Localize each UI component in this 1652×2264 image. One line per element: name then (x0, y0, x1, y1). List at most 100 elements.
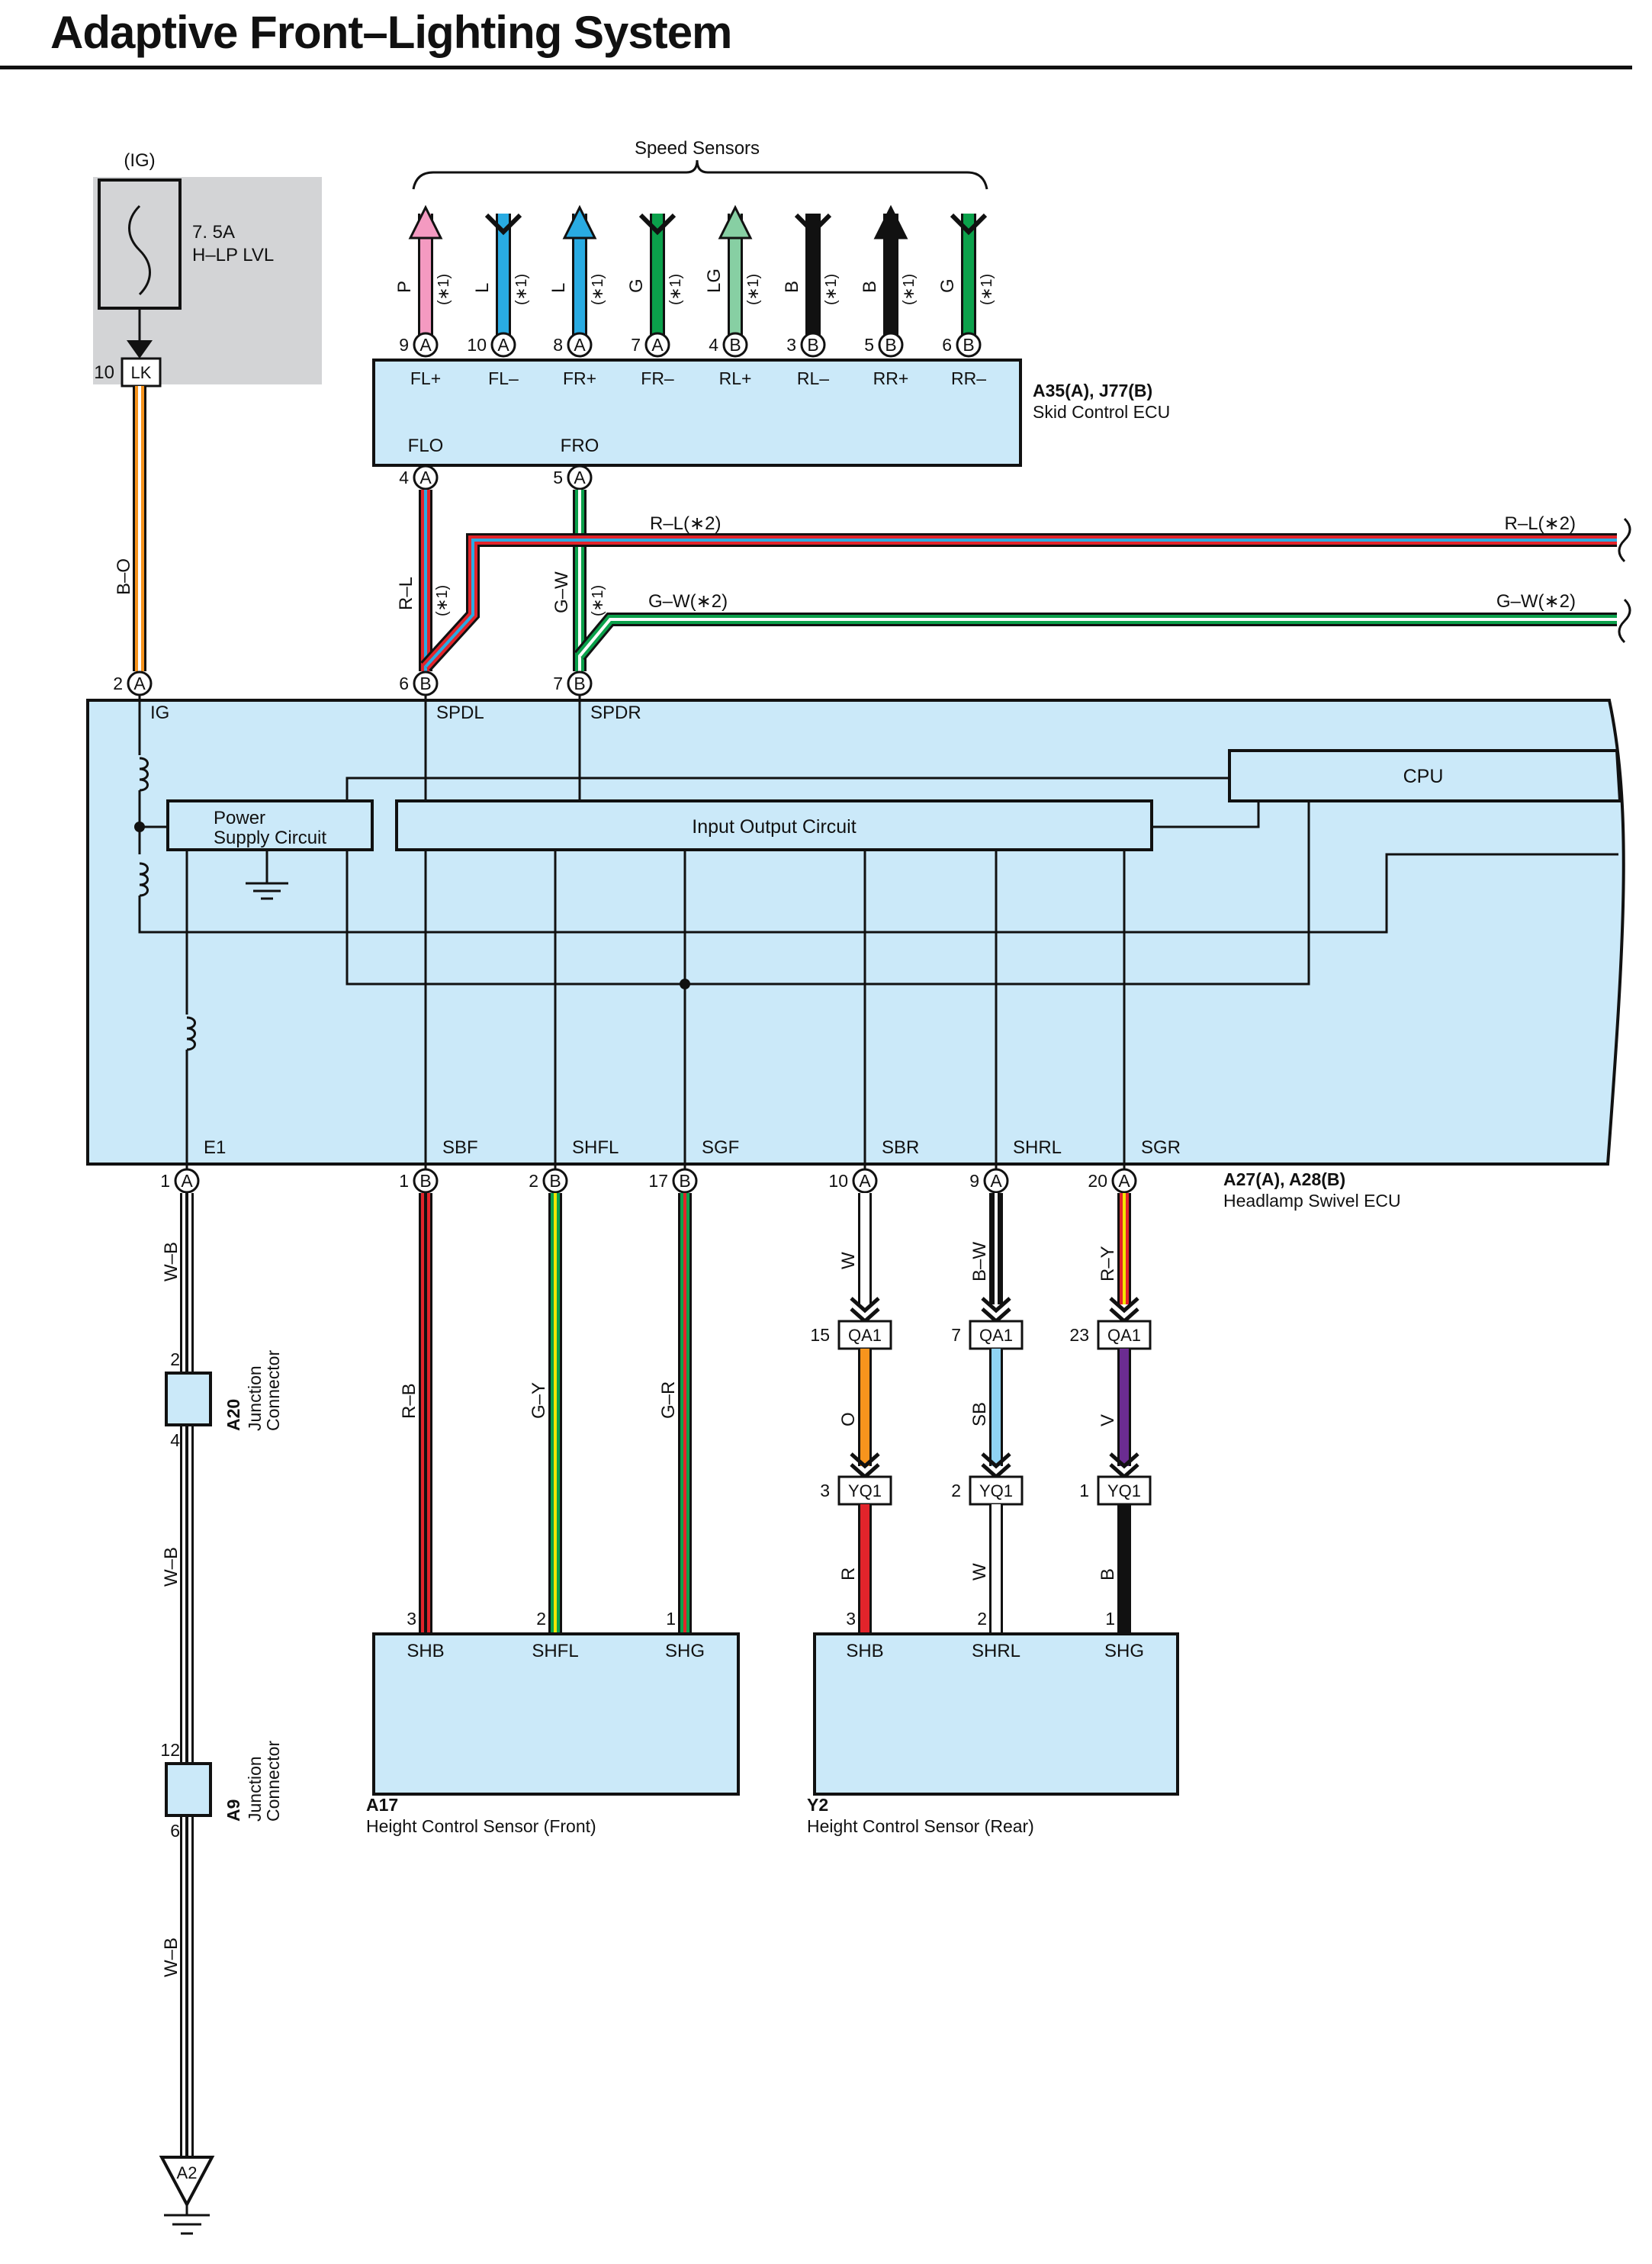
front-sensor-pin-1: 2 (536, 1609, 546, 1629)
lk-connector (121, 357, 162, 388)
fuse-area (93, 177, 322, 384)
ecu-top-connector-0-letter: A (133, 674, 146, 693)
ecu-bottom-pin-6: 20 (1088, 1171, 1107, 1191)
skid-terminal-5: RL– (797, 368, 829, 388)
ground-label: A2 (177, 2163, 198, 2182)
sensor-arrow-up-icon (873, 204, 908, 240)
wire-g-y-label: G–Y (529, 1382, 549, 1419)
sensor-connector-5-letter: B (807, 335, 818, 355)
yq1-pin-0: 3 (820, 1481, 830, 1500)
sensor-pin-7: 6 (942, 335, 952, 355)
junction-label-b-0: Connector (263, 1350, 283, 1431)
ecu-bottom-connector-6 (1111, 1168, 1137, 1194)
front-sensor-term-2: SHG (665, 1641, 705, 1661)
wire-g-w-mid-label: G–W(∗2) (648, 591, 728, 612)
sensor-connector-4 (722, 332, 748, 358)
sensor-arrow-down-icon (638, 213, 677, 236)
junction-code-0: A20 (223, 1399, 243, 1431)
yq1-connector-1 (969, 1475, 1024, 1506)
junction-label-a-1: Junction (245, 1756, 265, 1822)
ground-junction-dot (680, 979, 690, 989)
wire-g-w-note: (∗1) (590, 585, 606, 616)
sensor-connector-2-letter: A (574, 335, 586, 355)
rear-sensor-term-0: SHB (846, 1641, 883, 1661)
sensor-connector-6-letter: B (885, 335, 896, 355)
qa1-chevron-a-1 (981, 1297, 1011, 1314)
ecu-bottom-term-6: SGR (1141, 1137, 1181, 1158)
e1-coil (186, 1016, 196, 1051)
sensor-connector-0-letter: A (419, 335, 432, 355)
qa1-pin-2: 23 (1069, 1325, 1089, 1345)
yq1-label-1: YQ1 (979, 1481, 1013, 1500)
junction-connector-1 (165, 1762, 212, 1817)
sensor-pin-5: 3 (786, 335, 796, 355)
skid-output-connector-0-letter: A (419, 468, 432, 487)
junction-bottom-pin-1: 6 (170, 1821, 180, 1841)
qa1-pin-0: 15 (810, 1325, 830, 1345)
skid-terminal-1: FL– (488, 368, 519, 388)
sensor-connector-1-letter: A (497, 335, 509, 355)
sensor-connector-7-letter: B (963, 335, 974, 355)
ecu-top-connector-2 (567, 671, 593, 696)
wire-r-y-label: R–Y (1098, 1246, 1118, 1282)
wire-g-w-break-icon (1618, 598, 1631, 644)
yq1-chevron-a-0 (850, 1452, 880, 1469)
skid-output-pin-1: 5 (553, 468, 563, 487)
sensor-note-7: (∗1) (979, 274, 995, 305)
junction-top-pin-0: 2 (170, 1349, 180, 1369)
fuse-icon (128, 204, 151, 296)
fuse-arrow-icon (127, 340, 153, 359)
speed-sensors-brace (412, 159, 988, 190)
sensor-arrow-up-icon (408, 204, 443, 240)
power-supply-label-1: Power (214, 808, 265, 828)
ecu-bottom-pin-3: 17 (648, 1171, 668, 1191)
sensor-connector-2 (567, 332, 593, 358)
swivel-ecu-name: Headlamp Swivel ECU (1223, 1191, 1401, 1211)
sensor-note-3: (∗1) (667, 274, 684, 305)
qa1-label-1: QA1 (979, 1326, 1013, 1345)
speed-sensors-label: Speed Sensors (635, 138, 760, 159)
yq1-wire-label-1: W (969, 1563, 990, 1581)
sensor-connector-1 (490, 332, 516, 358)
wire-r-l-mid-label: R–L(∗2) (650, 513, 721, 534)
sensor-note-0: (∗1) (435, 274, 452, 305)
wire-r-l-label: R–L (396, 577, 416, 610)
skid-terminal-6: RR+ (873, 368, 909, 388)
ecu-top-pin-1: 6 (399, 674, 409, 693)
yq1-pin-2: 1 (1079, 1481, 1089, 1500)
ecu-bottom-pin-0: 1 (160, 1171, 170, 1191)
wire-r-l-end-label: R–L(∗2) (1505, 513, 1576, 534)
qa1-wire-label-1: SB (969, 1402, 990, 1426)
sensor-wire-color-2: L (548, 283, 569, 293)
ecu-bottom-term-0: E1 (204, 1137, 226, 1158)
junction-connector-0 (165, 1372, 212, 1426)
sensor-note-5: (∗1) (823, 274, 840, 305)
yq1-connector-2 (1097, 1475, 1152, 1506)
wire-b-w-label: B–W (969, 1242, 990, 1282)
ecu-bottom-connector-0 (174, 1168, 200, 1194)
ground-triangle-icon (159, 2156, 215, 2208)
skid-ecu-name: Skid Control ECU (1033, 402, 1170, 422)
sensor-connector-3 (644, 332, 670, 358)
qa1-connector-2 (1097, 1320, 1152, 1350)
qa1-chevron-a-0 (850, 1297, 880, 1314)
sensor-arrow-down-icon (484, 213, 522, 236)
junction-label-a-0: Junction (245, 1365, 265, 1431)
skid-terminal-3: FR– (641, 368, 674, 388)
input-output-circuit (395, 799, 1153, 851)
qa1-wire-label-0: O (838, 1412, 859, 1426)
rear-sensor-term-2: SHG (1104, 1641, 1144, 1661)
ecu-bottom-connector-4-letter: A (859, 1171, 871, 1191)
ecu-bottom-connector-1-letter: B (419, 1171, 431, 1191)
ecu-top-pin-0: 2 (113, 674, 123, 693)
input-output-label: Input Output Circuit (692, 816, 856, 838)
ecu-bottom-pin-5: 9 (969, 1171, 979, 1191)
wire-g-w-label: G–W (551, 571, 572, 613)
rear-sensor-pin-1: 2 (977, 1609, 987, 1629)
junction-wire-label-0: W–B (161, 1547, 182, 1587)
rear-sensor-code: Y2 (807, 1795, 828, 1815)
skid-terminal-4: RL+ (719, 368, 752, 388)
ecu-bottom-pin-2: 2 (529, 1171, 538, 1191)
ecu-bottom-connector-1 (413, 1168, 439, 1194)
ecu-bottom-term-1: SBF (442, 1137, 478, 1158)
